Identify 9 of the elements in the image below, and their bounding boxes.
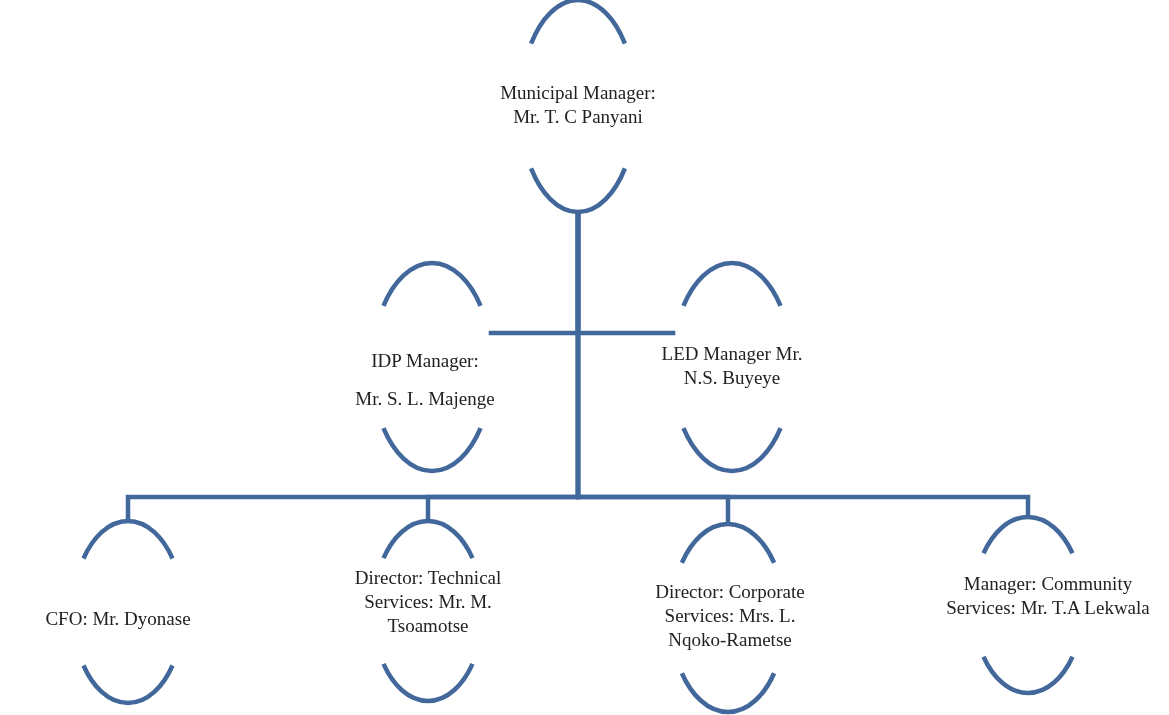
role-label: IDP Manager: (371, 349, 479, 373)
role-label: LED Manager Mr. N.S. Buyeye (660, 342, 804, 390)
role-label: Manager: Community Services: Mr. T.A Lekwala (945, 572, 1151, 620)
role-label: Mr. S. L. Majenge (355, 387, 495, 411)
role-label: Director: Corporate Services: Mrs. L. Nqoko-Rametse (654, 580, 806, 652)
role-label: Director: Technical Services: Mr. M. Tsoamotse (353, 566, 503, 638)
role-label: CFO: Mr. Dyonase (45, 607, 191, 631)
connector-line (575, 212, 1031, 517)
role-label: Municipal Manager: Mr. T. C Panyani (499, 81, 657, 129)
